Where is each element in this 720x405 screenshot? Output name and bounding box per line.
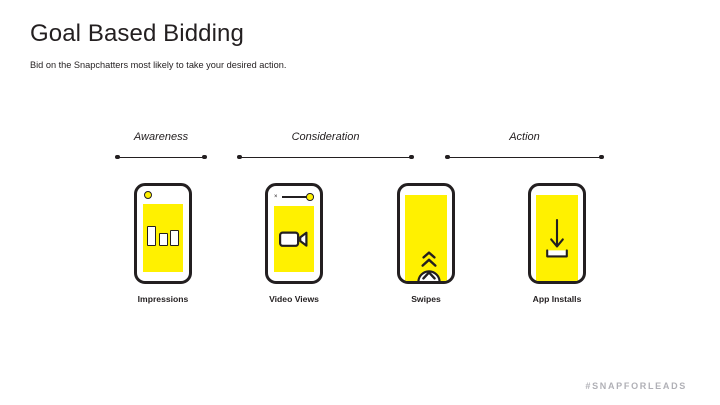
stage-awareness: Awareness [115,130,207,163]
goal-caption-app-installs: App Installs [532,294,582,304]
goal-caption-swipes: Swipes [411,294,441,304]
stage-rule-dot-left [115,154,120,160]
stage-rule-dot-left [237,154,242,160]
goal-item-video-views: × Video Views [234,183,354,304]
page-title: Goal Based Bidding [30,20,244,47]
progress-track [282,196,311,198]
bar-chart-bar [147,226,156,246]
goal-caption-impressions: Impressions [137,294,189,304]
stage-rule-consideration [237,153,414,163]
stage-label-action: Action [509,131,540,143]
stage-rule-dot-right [599,154,604,160]
footer-hashtag: #SNAPFORLEADS [585,381,687,391]
stage-rule-dot-right [409,154,414,160]
stage-label-awareness: Awareness [133,131,189,143]
swipe-up-icon [405,248,447,281]
phone-screen-swipes [405,195,447,281]
bar-chart-bar [170,230,179,246]
bar-chart-bar [158,233,168,246]
phone-frame-video-views: × [265,183,323,284]
phone-screen-impressions [143,204,183,272]
stage-rule-line [238,157,413,159]
stage-rule-action [445,153,604,163]
stage-action: Action [445,130,604,163]
goal-item-swipes: Swipes [366,183,486,304]
phone-screen-video-views [274,206,314,272]
stage-rule-line [446,157,603,159]
close-icon: × [274,194,278,200]
stage-consideration: Consideration [237,130,414,163]
goal-caption-video-views: Video Views [269,294,319,304]
stage-rule-dot-left [445,154,450,160]
goal-item-impressions: Impressions [103,183,223,304]
video-camera-icon [274,229,314,249]
video-progress-bar: × [274,192,314,202]
camera-dot-icon [144,191,152,199]
stage-label-consideration: Consideration [291,131,360,143]
download-icon [536,217,578,261]
stage-rule-awareness [115,153,207,163]
stage-rule-dot-right [202,154,207,160]
page-subtitle: Bid on the Snapchatters most likely to t… [30,60,287,70]
phone-frame-app-installs [528,183,586,284]
phone-frame-impressions [134,183,192,284]
goal-item-app-installs: App Installs [497,183,617,304]
progress-knob-icon [306,193,314,201]
phone-frame-swipes [397,183,455,284]
phone-screen-app-installs [536,195,578,281]
stage-rule-line [116,157,206,159]
bar-chart-icon [143,220,183,246]
